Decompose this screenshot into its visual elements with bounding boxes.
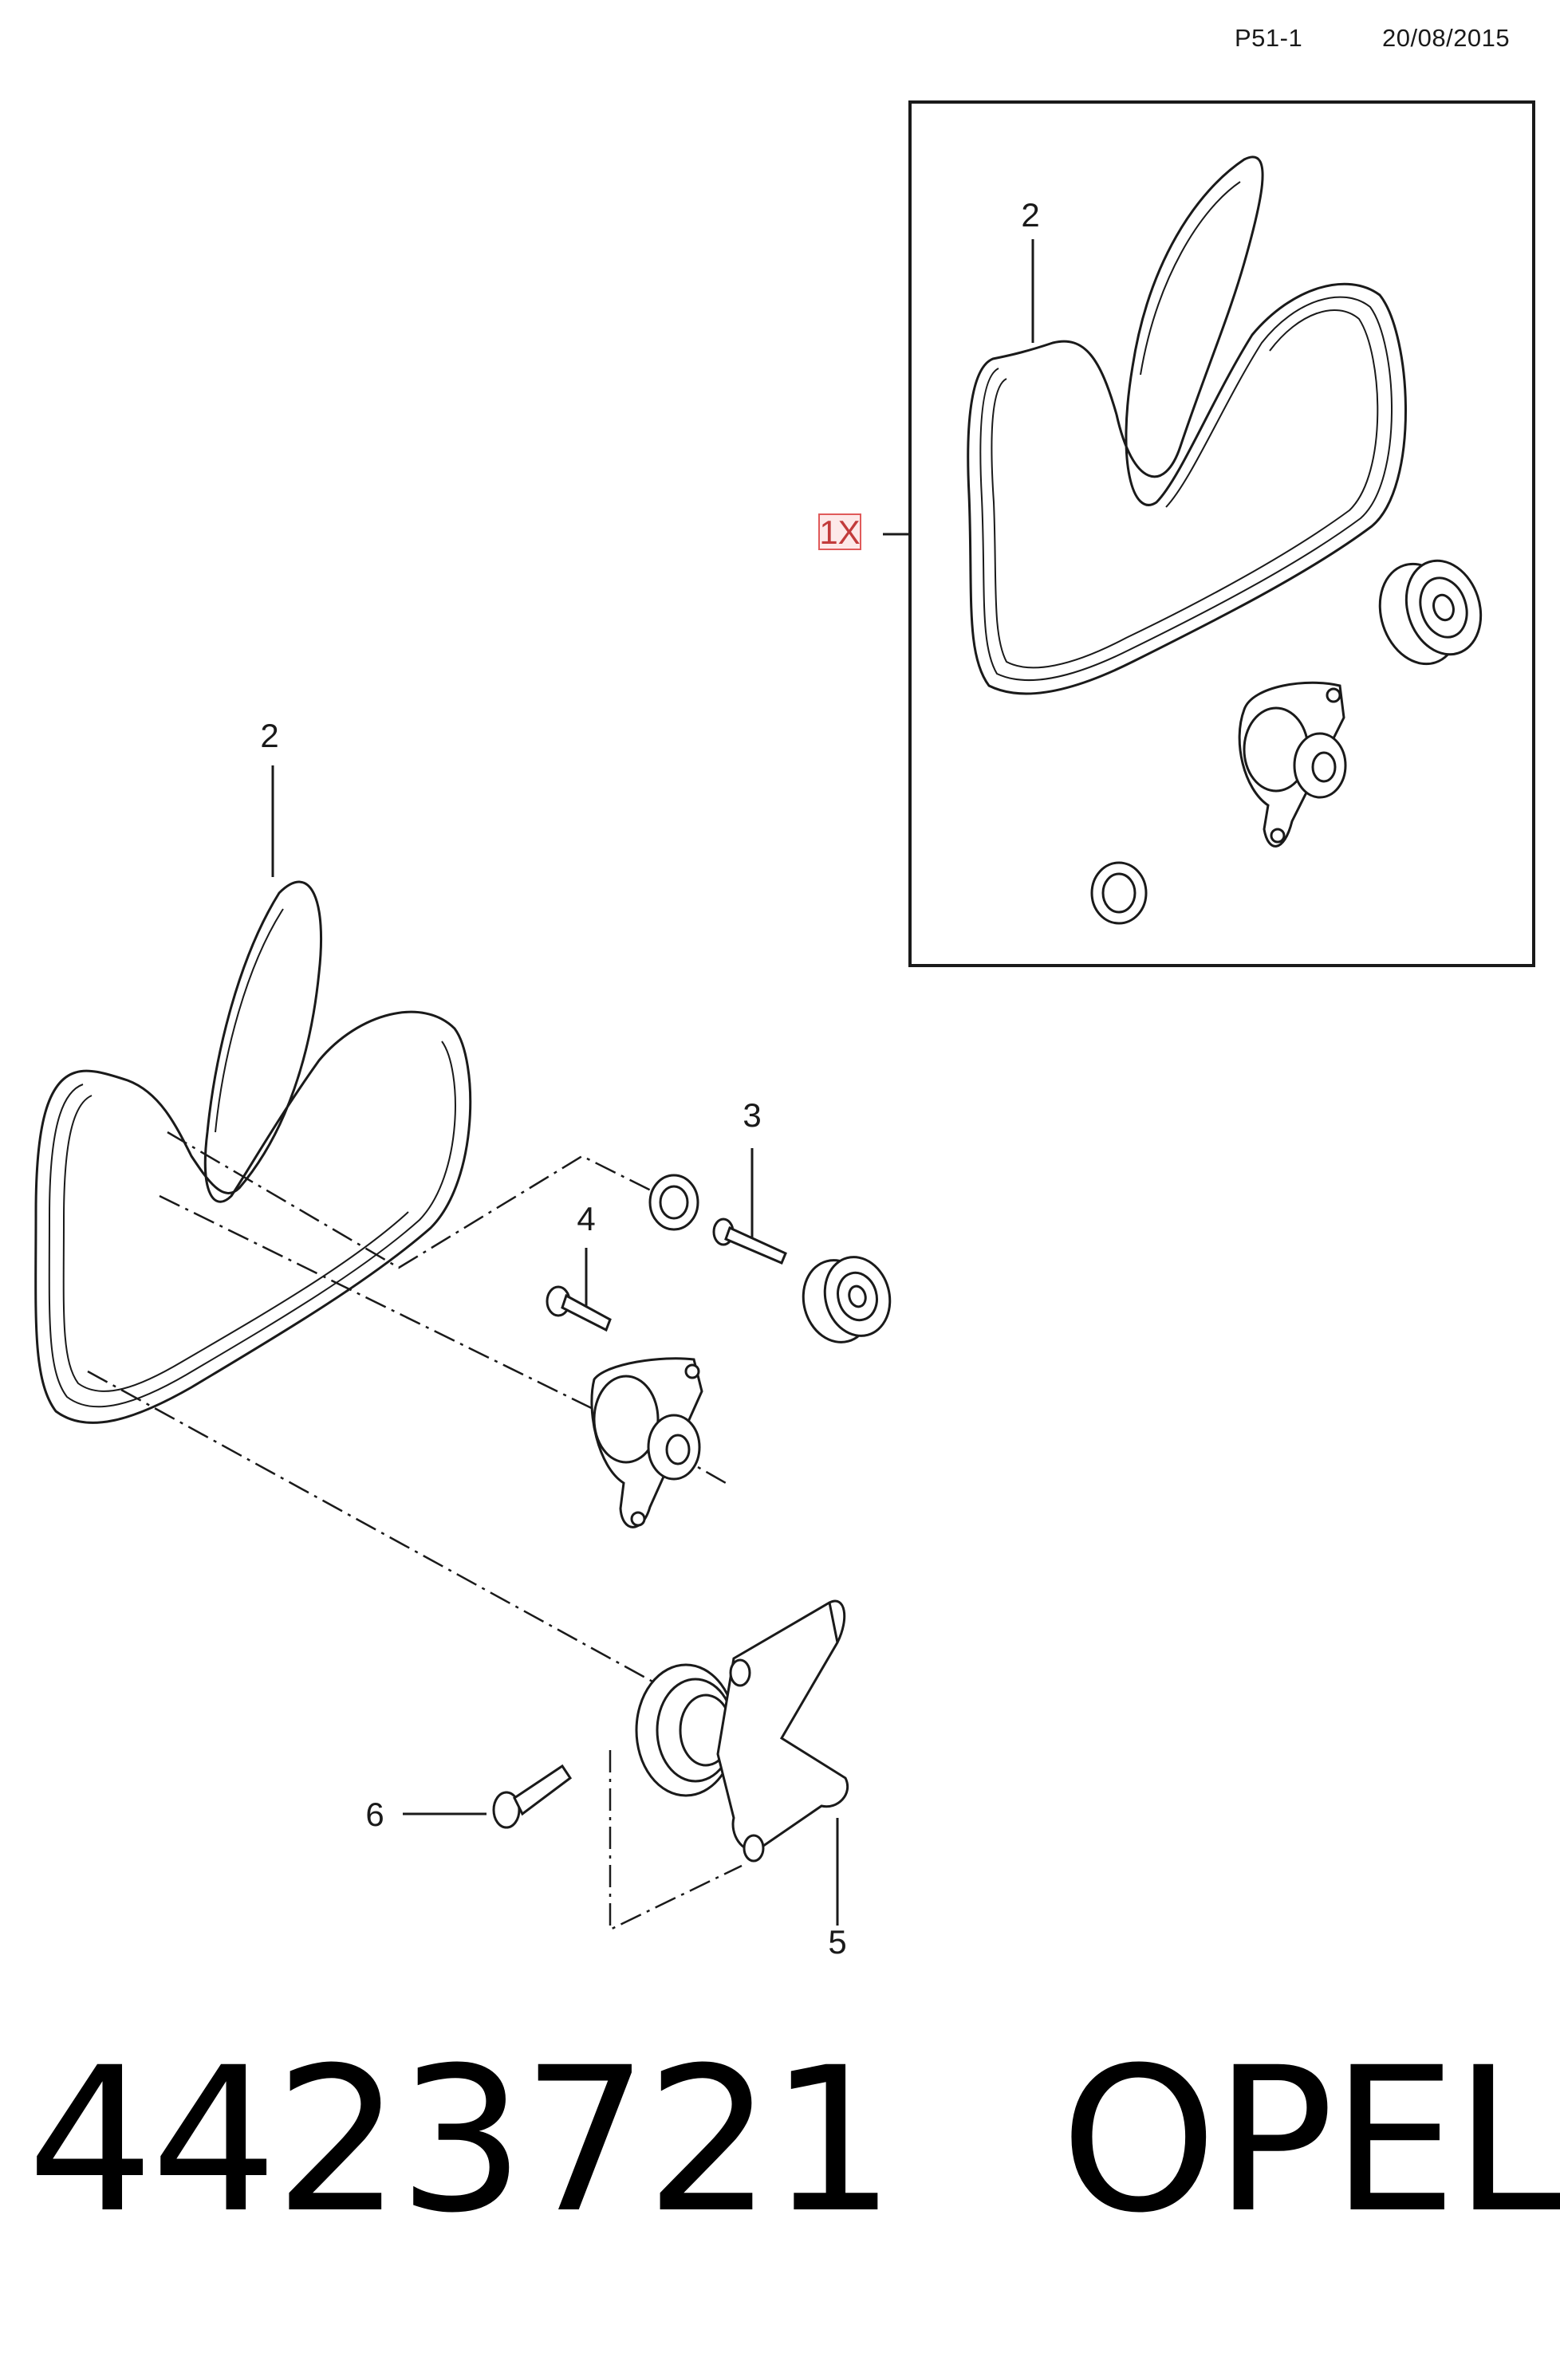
idler-pulley: [802, 1256, 892, 1343]
callout-belt: 2: [260, 717, 278, 754]
kit-callout-belt: 2: [1021, 196, 1039, 234]
part-number: 4423721: [27, 2024, 896, 2256]
callout-bracket-bolt: 6: [365, 1796, 384, 1833]
brand-name: OPEL: [1060, 2024, 1560, 2256]
kit-inset-frame: [908, 100, 1535, 967]
assembly-guide-lines: [87, 1131, 743, 1931]
callout-tensioner-bolt: 4: [577, 1200, 595, 1237]
tensioner-bracket: [635, 1599, 849, 1863]
kit-belt: [967, 155, 1407, 695]
kit-idler-pulley: [1378, 559, 1483, 666]
bracket-bolt: [492, 1764, 573, 1829]
drive-belt: [34, 880, 472, 1424]
belt-tensioner: [590, 1357, 703, 1528]
idler-bolt: [712, 1218, 787, 1265]
kit-retaining-clip: [1090, 861, 1148, 925]
page-reference: P51-1: [1235, 24, 1303, 52]
tensioner-bolt: [546, 1285, 612, 1332]
page-date: 20/08/2015: [1382, 24, 1511, 52]
callout-bracket: 5: [828, 1923, 846, 1961]
callout-idler: 3: [743, 1096, 761, 1134]
kit-tensioner: [1238, 681, 1347, 848]
kit-callout-label: 1X: [819, 513, 860, 551]
kit-callout-highlight: [818, 513, 861, 550]
retaining-clip: [648, 1174, 699, 1231]
